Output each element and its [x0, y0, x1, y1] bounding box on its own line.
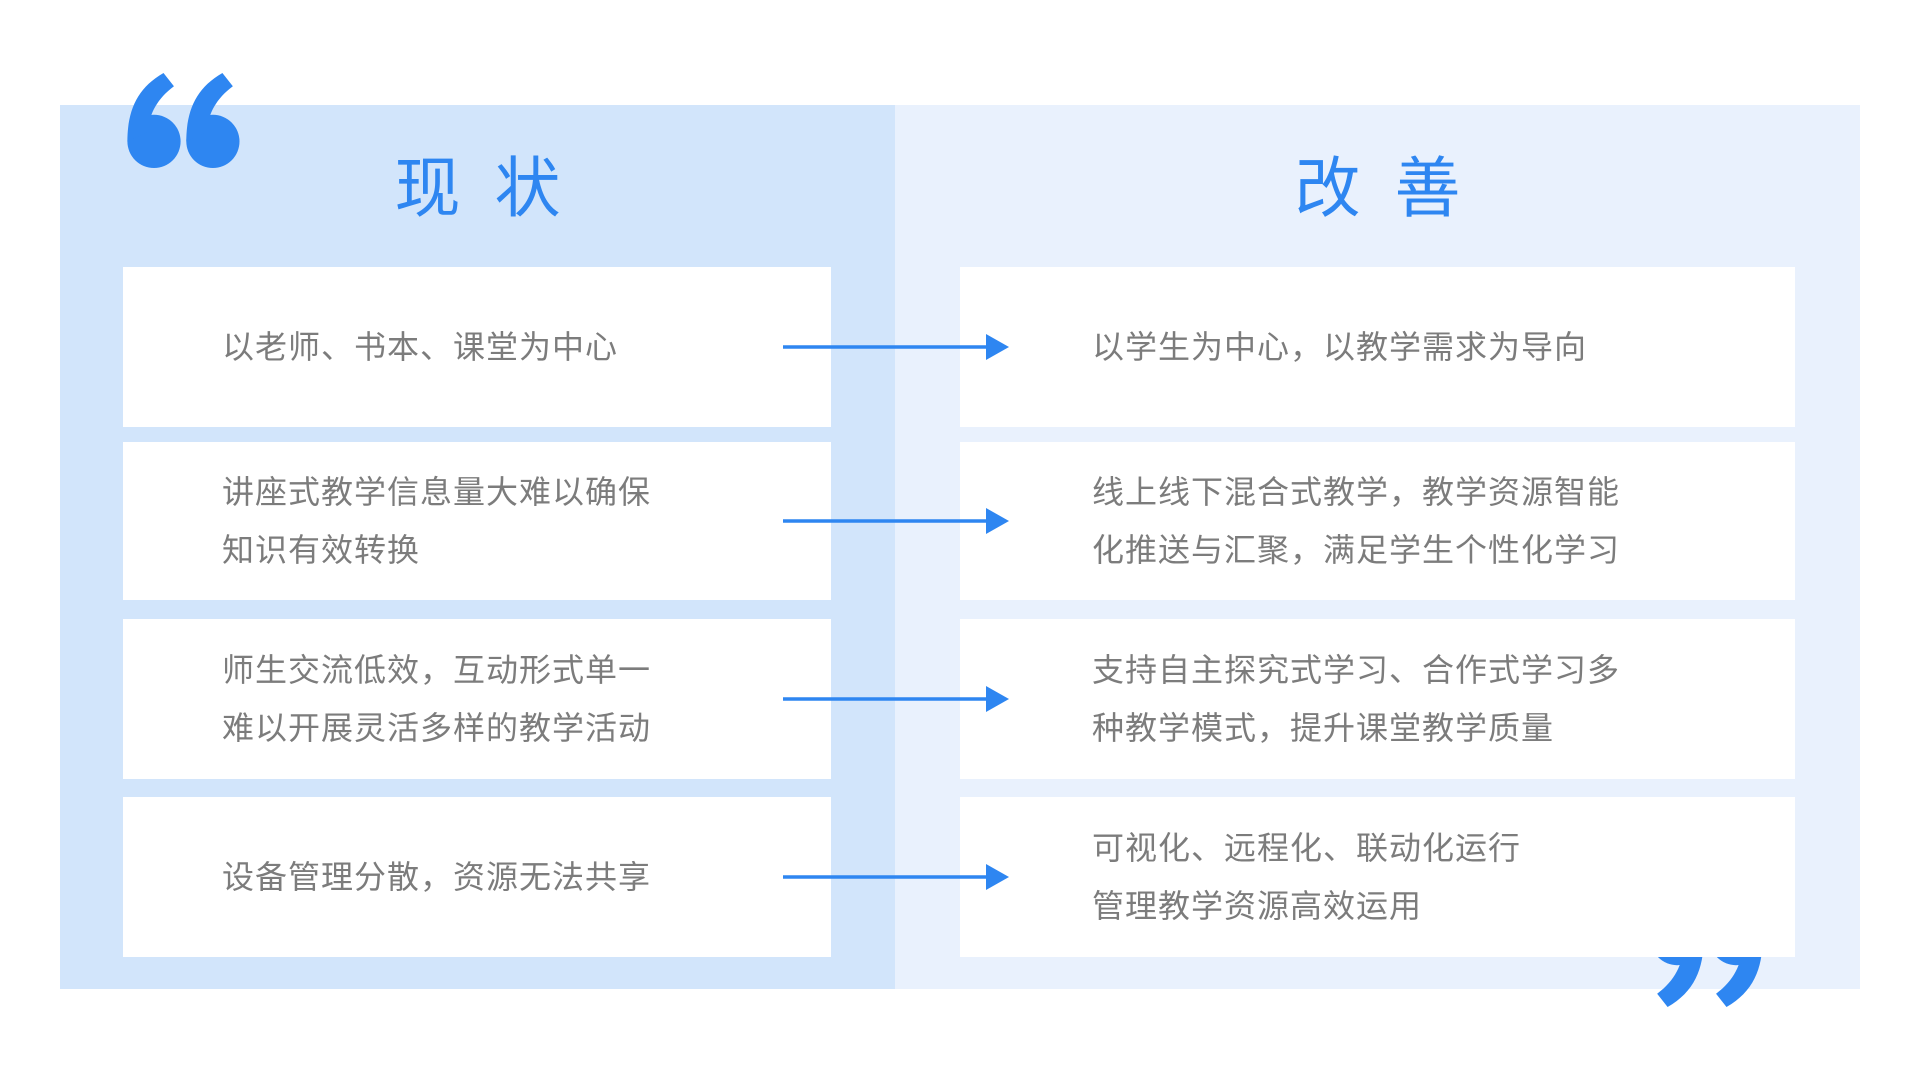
card-text-line: 设备管理分散，资源无法共享: [222, 859, 652, 895]
card-text-line: 管理教学资源高效运用: [1092, 888, 1423, 924]
card-text-line: 种教学模式，提升课堂教学质量: [1092, 710, 1555, 746]
card-text-line: 师生交流低效，互动形式单一: [222, 652, 652, 688]
current-card-3: 师生交流低效，互动形式单一 难以开展灵活多样的教学活动: [123, 619, 831, 779]
improvement-card-4: 可视化、远程化、联动化运行 管理教学资源高效运用: [960, 797, 1795, 957]
current-state-title: 现状: [394, 151, 595, 225]
improvement-title: 改善: [1294, 151, 1495, 225]
improvement-card-1: 以学生为中心，以教学需求为导向: [960, 267, 1795, 427]
arrow-right-icon: [783, 334, 1009, 360]
arrow-right-icon: [783, 864, 1009, 890]
card-text-line: 支持自主探究式学习、合作式学习多: [1092, 652, 1621, 688]
card-text-line: 以老师、书本、课堂为中心: [222, 329, 619, 365]
arrow-right-icon: [783, 686, 1009, 712]
current-card-1: 以老师、书本、课堂为中心: [123, 267, 831, 427]
card-text-line: 难以开展灵活多样的教学活动: [222, 710, 652, 746]
card-text-line: 讲座式教学信息量大难以确保: [222, 474, 652, 510]
improvement-card-3: 支持自主探究式学习、合作式学习多 种教学模式，提升课堂教学质量: [960, 619, 1795, 779]
improvement-card-2: 线上线下混合式教学，教学资源智能 化推送与汇聚，满足学生个性化学习: [960, 442, 1795, 600]
card-text-line: 以学生为中心，以教学需求为导向: [1092, 329, 1588, 365]
card-text-line: 可视化、远程化、联动化运行: [1092, 830, 1522, 866]
current-card-2: 讲座式教学信息量大难以确保 知识有效转换: [123, 442, 831, 600]
card-text-line: 知识有效转换: [222, 532, 421, 568]
card-text-line: 化推送与汇聚，满足学生个性化学习: [1092, 532, 1621, 568]
arrow-right-icon: [783, 508, 1009, 534]
card-text-line: 线上线下混合式教学，教学资源智能: [1092, 474, 1621, 510]
current-card-4: 设备管理分散，资源无法共享: [123, 797, 831, 957]
open-quote-icon: [127, 73, 240, 168]
